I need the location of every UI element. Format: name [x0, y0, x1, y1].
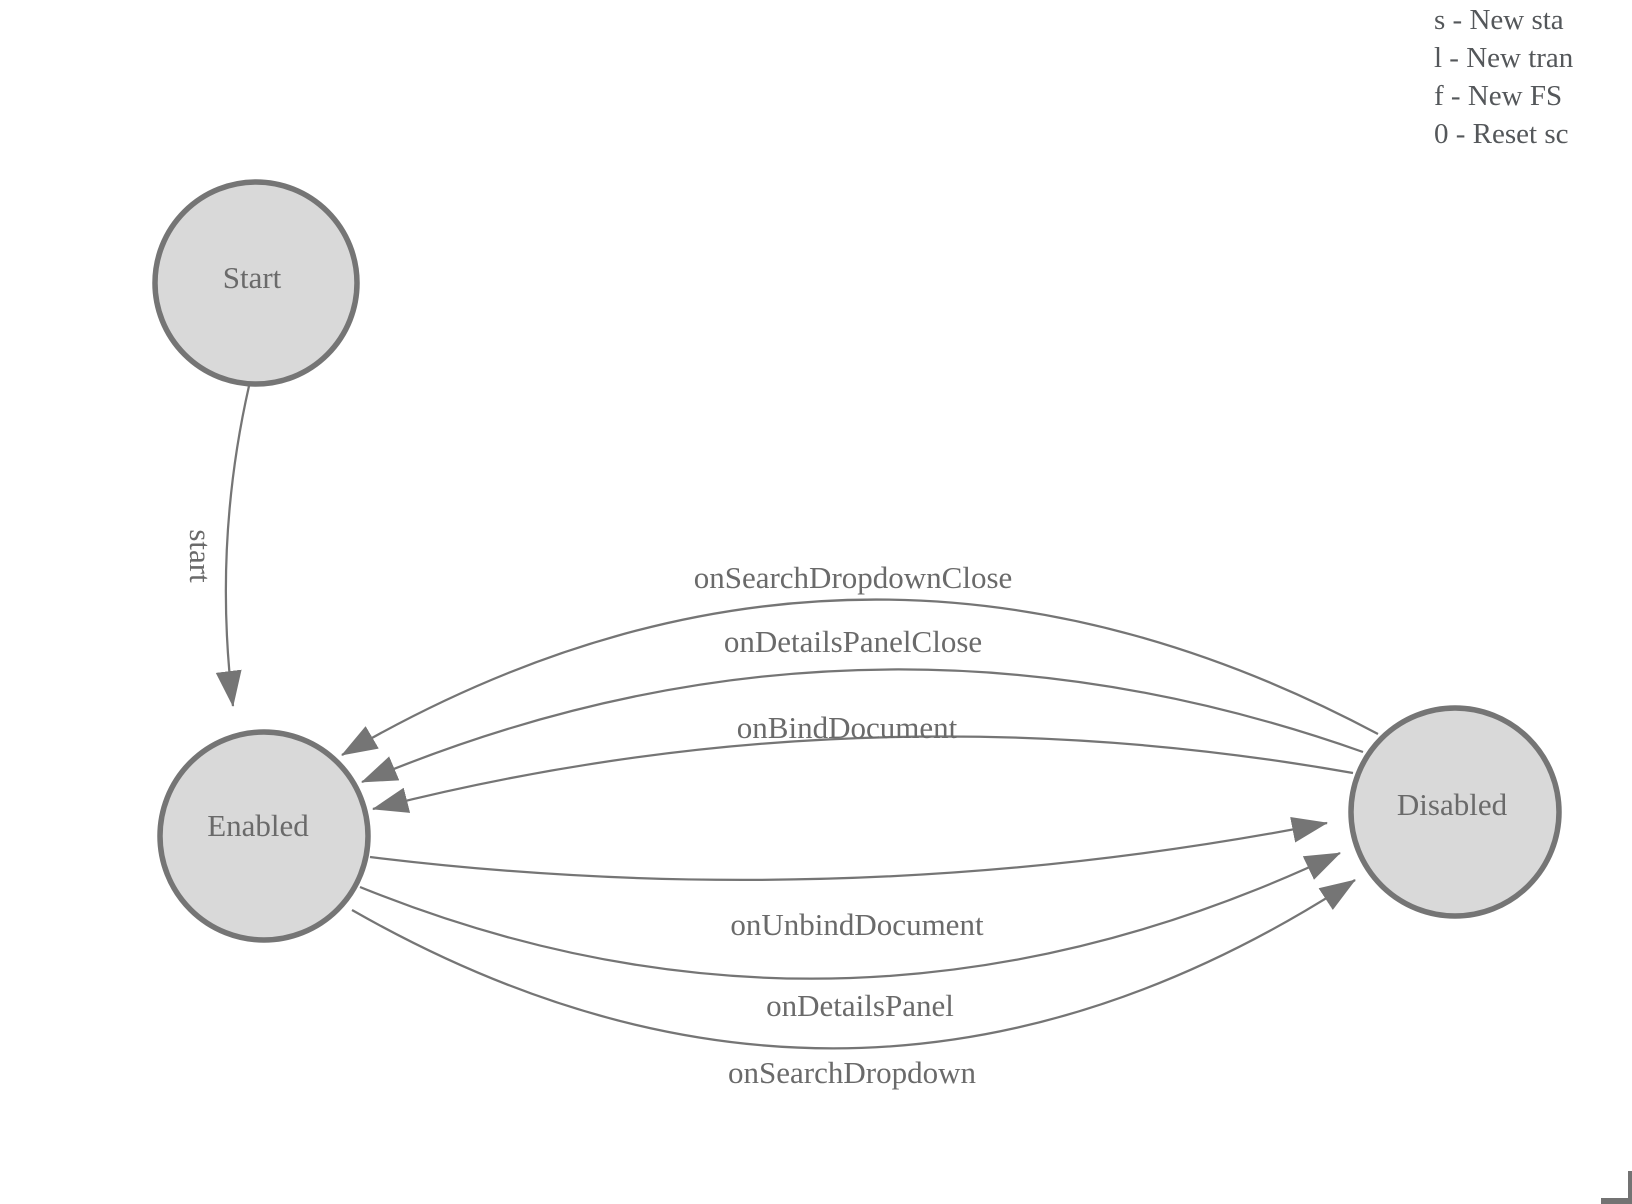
edge-label-start: start [183, 529, 218, 583]
transition-labels: start onSearchDropdownClose onDetailsPan… [183, 529, 1012, 1090]
edge-label-onsearchdropdown: onSearchDropdown [728, 1055, 976, 1090]
edge-label-onbinddocument: onBindDocument [737, 710, 958, 745]
edge-ondetailspanelclose[interactable] [361, 668, 1364, 784]
state-node-start[interactable]: Start [152, 179, 360, 387]
edge-label-ondetailspanel: onDetailsPanel [766, 988, 954, 1023]
state-label-enabled: Enabled [207, 808, 309, 843]
shortcut-legend: s - New sta l - New tran f - New FS 0 - … [1434, 1, 1632, 153]
state-label-start: Start [223, 260, 282, 295]
edge-onunbinddocument[interactable] [369, 816, 1328, 881]
state-circle-start[interactable] [152, 179, 360, 387]
legend-line: s - New sta [1434, 4, 1564, 36]
edge-onsearchdropdownclose[interactable] [341, 598, 1379, 756]
legend-line: l - New tran [1434, 42, 1574, 74]
legend-line: f - New FS [1434, 80, 1563, 112]
edge-label-onunbinddocument: onUnbindDocument [730, 907, 984, 942]
edge-start[interactable] [215, 385, 251, 707]
state-circle-enabled[interactable] [157, 729, 371, 943]
offscreen-corner-element [1601, 1198, 1632, 1204]
legend-line: 0 - Reset sc [1434, 118, 1569, 150]
edge-ondetailspanel[interactable] [359, 851, 1341, 980]
edge-onbinddocument[interactable] [372, 735, 1354, 813]
edge-label-onsearchdropdownclose: onSearchDropdownClose [694, 560, 1013, 595]
transition-edges [215, 385, 1379, 1050]
edge-onsearchdropdown[interactable] [351, 879, 1356, 1050]
state-circle-disabled[interactable] [1348, 705, 1562, 919]
edge-label-ondetailspanelclose: onDetailsPanelClose [724, 624, 982, 659]
state-node-disabled[interactable]: Disabled [1348, 705, 1562, 919]
offscreen-corner-element [1628, 1171, 1632, 1204]
state-label-disabled: Disabled [1397, 787, 1508, 822]
state-node-enabled[interactable]: Enabled [157, 729, 371, 943]
